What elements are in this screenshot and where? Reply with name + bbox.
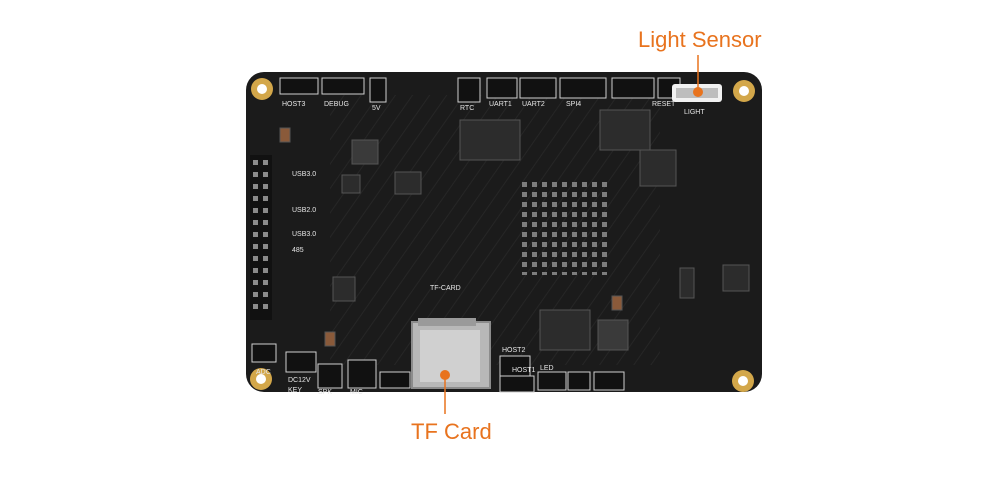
silk-5v: 5V bbox=[372, 105, 381, 112]
soc-bga-area bbox=[520, 180, 610, 275]
silk-uart1: UART1 bbox=[489, 101, 512, 108]
silk-usb30-b: USB3.0 bbox=[292, 231, 316, 238]
silk-tf-card: TF-CARD bbox=[430, 285, 461, 292]
silk-host3: HOST3 bbox=[282, 101, 305, 108]
top-connectors bbox=[279, 77, 681, 103]
silk-key: KEY bbox=[288, 387, 302, 394]
gpio-header bbox=[250, 155, 272, 320]
silk-dc12v: DC12V bbox=[288, 377, 311, 384]
silk-adc: ADC bbox=[256, 369, 271, 376]
silk-rtc: RTC bbox=[460, 105, 474, 112]
silk-host2: HOST2 bbox=[502, 347, 525, 354]
tf-card-callout bbox=[440, 370, 450, 414]
silk-reset: RESET bbox=[652, 101, 676, 108]
silk-spi4: SPI4 bbox=[566, 101, 581, 108]
silk-mic: MIC bbox=[350, 389, 363, 396]
silk-usb20: USB2.0 bbox=[292, 207, 316, 214]
light-sensor-callout bbox=[693, 55, 703, 97]
components bbox=[279, 109, 750, 351]
silk-light: LIGHT bbox=[684, 109, 705, 116]
silk-usb30-a: USB3.0 bbox=[292, 171, 316, 178]
silk-spk: SPK bbox=[318, 389, 332, 396]
tf-card-label: TF Card bbox=[411, 419, 492, 444]
silk-uart2: UART2 bbox=[522, 101, 545, 108]
mounting-holes bbox=[250, 78, 755, 392]
silk-debug: DEBUG bbox=[324, 101, 349, 108]
bottom-connectors bbox=[251, 343, 625, 393]
tf-card-slot bbox=[411, 318, 491, 389]
silk-led: LED bbox=[540, 365, 554, 372]
silk-485: 485 bbox=[292, 247, 304, 254]
light-sensor-label: Light Sensor bbox=[638, 27, 762, 52]
silk-host1: HOST1 bbox=[512, 367, 535, 374]
pcb-trace-region bbox=[330, 95, 660, 365]
